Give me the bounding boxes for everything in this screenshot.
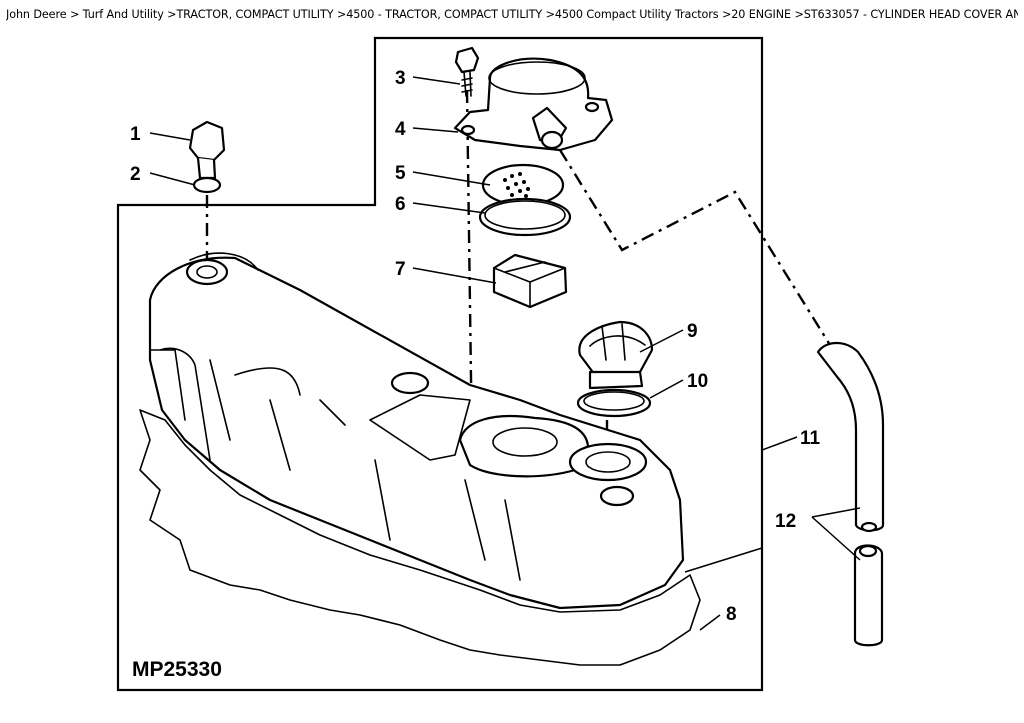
hose-upper — [816, 341, 885, 532]
callout-10: 10 — [687, 371, 708, 392]
cap-screw — [454, 46, 480, 74]
baffle — [492, 253, 568, 309]
cover-ribs — [149, 252, 521, 581]
callout-1: 1 — [130, 124, 141, 145]
cover-inlet-boss — [185, 258, 229, 286]
callout-7: 7 — [395, 259, 406, 280]
callout-11: 11 — [800, 428, 821, 449]
gasket — [139, 409, 701, 666]
filler-cap-o-ring — [576, 388, 652, 418]
hose-lower — [853, 544, 884, 647]
callout-8: 8 — [726, 604, 737, 625]
cover-breather-flange — [458, 414, 590, 478]
callout-4: 4 — [395, 119, 406, 140]
breadcrumb[interactable]: John Deere > Turf And Utility >TRACTOR, … — [6, 8, 1018, 21]
callout-9: 9 — [687, 321, 698, 342]
callout-12: 12 — [775, 511, 796, 532]
plug-fitting — [188, 120, 226, 162]
o-ring — [192, 176, 222, 194]
filler-neck — [568, 442, 648, 482]
filler-cap — [578, 320, 654, 377]
diagram-frame — [116, 36, 764, 692]
callout-5: 5 — [395, 163, 406, 184]
leader-lines — [149, 76, 861, 631]
assembly-line-hose — [558, 149, 832, 346]
callout-3: 3 — [395, 68, 406, 89]
cylinder-head-cover — [148, 256, 685, 610]
callout-6: 6 — [395, 194, 406, 215]
figure-id: MP25330 — [132, 658, 222, 681]
callout-2: 2 — [130, 164, 141, 185]
